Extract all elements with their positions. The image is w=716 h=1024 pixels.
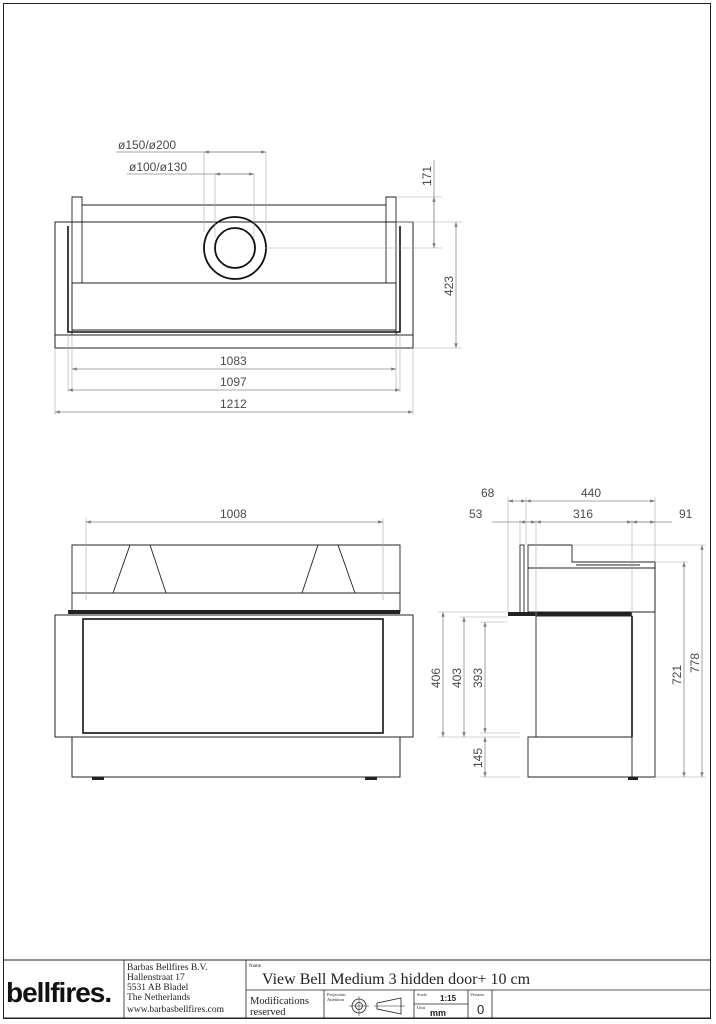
dim-778: 778: [688, 653, 702, 673]
dim-flue-outer: ø150/ø200: [118, 138, 176, 152]
dim-393: 393: [471, 668, 485, 688]
name-label: Name: [249, 964, 262, 969]
flue-outer-circle: [203, 216, 267, 280]
dim-403: 403: [450, 668, 464, 688]
brand-logo: bellfires.: [6, 977, 111, 1008]
dim-316: 316: [573, 507, 593, 521]
scale-value: 1:15: [440, 994, 457, 1003]
dim-1097: 1097: [220, 375, 247, 389]
top-view-inner-u: [67, 226, 401, 333]
dim-406: 406: [429, 668, 443, 688]
side-view: 68 440 53 316 91 721 778: [469, 486, 706, 780]
front-view-foot-left: [92, 777, 104, 780]
company-website: www.barbasbellfires.com: [127, 1004, 225, 1015]
dim-53: 53: [469, 507, 483, 521]
side-view-top-housing: [527, 544, 656, 613]
company-postal: 5531 AB Bladel: [127, 983, 189, 993]
dim-145: 145: [471, 748, 485, 768]
dim-1212: 1212: [220, 397, 247, 411]
front-view-top-housing: [71, 544, 401, 613]
modifications-line-1: Modifications: [250, 996, 309, 1007]
dim-171: 171: [420, 166, 434, 186]
top-view: ø150/ø200 ø100/ø130 171 423 1083 1097 12…: [54, 138, 462, 415]
projection-type: Attention: [327, 997, 345, 1002]
sheet-border: [3, 3, 711, 1019]
front-view: 1008 406 403 393 145: [54, 507, 520, 780]
dim-423: 423: [442, 276, 456, 296]
front-view-base: [71, 736, 401, 778]
unit-value: mm: [430, 1008, 446, 1018]
front-view-glass: [82, 618, 384, 734]
dim-721: 721: [670, 665, 684, 685]
flue-inner-circle: [214, 227, 256, 269]
side-view-rear: [632, 561, 656, 778]
side-view-top-plate: [508, 612, 632, 616]
dim-1083: 1083: [220, 354, 247, 368]
side-view-base: [527, 736, 633, 778]
company-name: Barbas Bellfires B.V.: [127, 962, 208, 973]
top-view-outer-frame: [54, 221, 414, 349]
title-block: bellfires. Barbas Bellfires B.V. Hallens…: [3, 959, 711, 1019]
modifications-line-2: reserved: [250, 1007, 286, 1018]
front-view-flue-profile: [112, 544, 167, 594]
version-value: 0: [477, 1002, 484, 1017]
top-view-glass: [71, 282, 397, 331]
projection-symbol-icon: [349, 996, 405, 1016]
projection-label: Projection: [327, 992, 346, 997]
unit-label: Unit: [417, 1005, 426, 1010]
side-view-body: [535, 615, 633, 738]
version-label: Version: [470, 992, 484, 997]
dim-1008: 1008: [220, 507, 247, 521]
dim-68: 68: [481, 486, 495, 500]
dim-flue-inner: ø100/ø130: [129, 160, 187, 174]
drawing-name: View Bell Medium 3 hidden door+ 10 cm: [262, 971, 531, 988]
front-view-frame-top: [68, 610, 400, 614]
dim-440: 440: [581, 486, 601, 500]
company-country: The Netherlands: [127, 993, 190, 1003]
company-street: Hallenstraat 17: [127, 973, 185, 983]
front-view-flue-profile-2: [301, 544, 356, 594]
front-view-foot-right: [365, 777, 377, 780]
dim-91: 91: [679, 507, 693, 521]
side-view-door-front: [519, 544, 525, 614]
front-view-outer-frame: [54, 614, 414, 738]
side-view-foot: [628, 777, 638, 780]
scale-label: Scale: [417, 992, 427, 997]
